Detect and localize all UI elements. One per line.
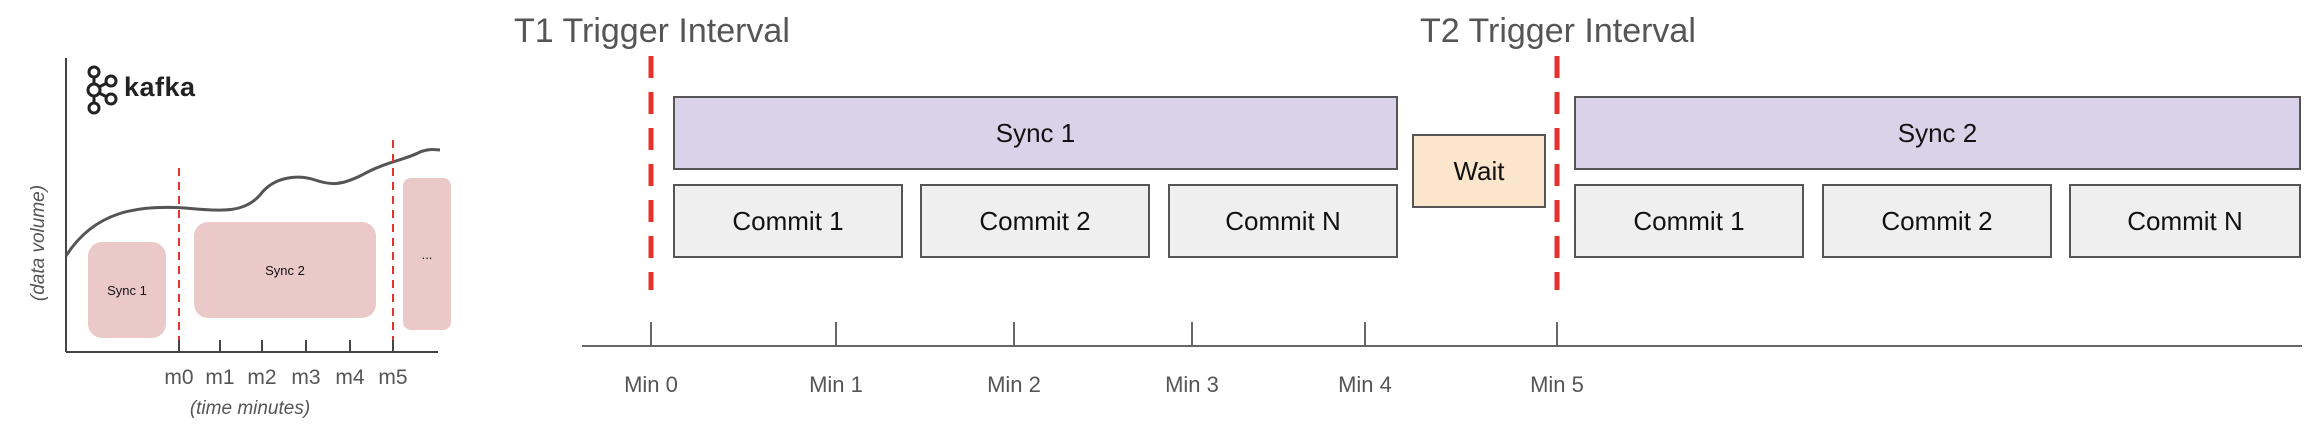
- sync-2-label: Sync 2: [1897, 117, 1978, 148]
- timeline-tick-label: Min 3: [1165, 372, 1219, 397]
- mini-chart-graphics: [64, 58, 441, 353]
- timeline-tick-label: Min 2: [987, 372, 1041, 397]
- mini-x-axis-title: (time minutes): [189, 398, 311, 419]
- sync-2-commit-n-box: Commit N: [2069, 184, 2301, 258]
- mini-sync-2-label: Sync 2: [265, 262, 305, 278]
- wait-box: Wait: [1412, 134, 1546, 208]
- timeline-tick-label: Min 0: [624, 372, 678, 397]
- commit-label: Commit 2: [1881, 205, 1993, 236]
- mini-tick-label: m4: [335, 366, 365, 389]
- commit-label: Commit 1: [1633, 205, 1745, 236]
- t2-trigger-label: T2 Trigger Interval: [1420, 12, 1696, 50]
- sync-2-commit-1-box: Commit 1: [1574, 184, 1804, 258]
- mini-sync-2-box: Sync 2: [194, 222, 376, 318]
- mini-ellipsis-label: ...: [421, 246, 433, 262]
- mini-tick-label: m1: [205, 366, 235, 389]
- commit-label: Commit 1: [732, 205, 844, 236]
- sync-2-commit-2-box: Commit 2: [1822, 184, 2052, 258]
- kafka-logo-text: kafka: [124, 72, 196, 102]
- timeline-tick-label: Min 1: [809, 372, 863, 397]
- commit-label: Commit N: [2127, 205, 2243, 236]
- mini-tick-label: m3: [291, 366, 321, 389]
- volume-curve: [64, 148, 441, 257]
- kafka-logo-icon: [86, 65, 118, 115]
- timeline-tick-label: Min 4: [1338, 372, 1392, 397]
- mini-ellipsis-box: ...: [403, 178, 451, 330]
- sync-2-box: Sync 2: [1574, 96, 2301, 170]
- wait-label: Wait: [1453, 155, 1505, 186]
- mini-tick-label: m5: [378, 366, 408, 389]
- mini-sync-1-box: Sync 1: [88, 242, 166, 338]
- sync-1-commit-2-box: Commit 2: [920, 184, 1150, 258]
- mini-sync-1-label: Sync 1: [107, 282, 147, 298]
- commit-label: Commit 2: [979, 205, 1091, 236]
- mini-tick-label: m2: [247, 366, 277, 389]
- mini-tick-label: m0: [164, 366, 194, 389]
- sync-1-box: Sync 1: [673, 96, 1398, 170]
- sync-1-commit-n-box: Commit N: [1168, 184, 1398, 258]
- sync-1-label: Sync 1: [995, 117, 1076, 148]
- commit-label: Commit N: [1225, 205, 1341, 236]
- timeline-tick-label: Min 5: [1530, 372, 1584, 397]
- t1-trigger-label: T1 Trigger Interval: [514, 12, 790, 50]
- sync-1-commit-1-box: Commit 1: [673, 184, 903, 258]
